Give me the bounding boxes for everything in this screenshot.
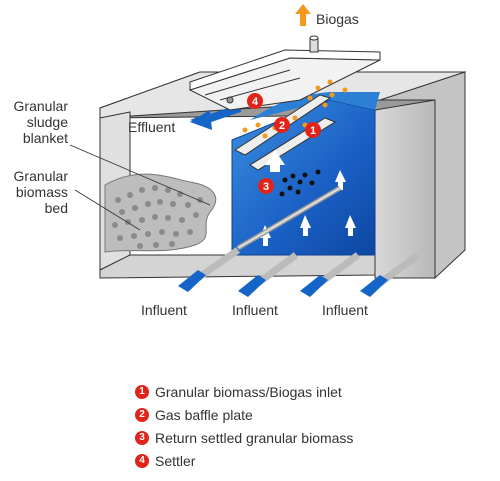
- biogas-arrow: [295, 4, 311, 26]
- leader-biomass-bed: [74, 189, 141, 231]
- legend-item: 4 Settler: [135, 449, 353, 472]
- settler-edge: [219, 77, 301, 101]
- influent-nozzle: [178, 270, 206, 292]
- svg-text:2: 2: [279, 120, 285, 132]
- legend-number: 3: [135, 430, 149, 445]
- returned-granules: [279, 169, 321, 197]
- influent-pipes: [178, 247, 421, 297]
- legend-number: 1: [135, 384, 149, 399]
- legend-number: 4: [135, 453, 149, 468]
- svg-text:3: 3: [263, 181, 269, 193]
- effluent-arrow-head: [190, 110, 212, 130]
- legend: 1 Granular biomass/Biogas inlet 2 Gas ba…: [135, 380, 353, 472]
- gas-bubbles: [242, 79, 348, 139]
- legend-item: 1 Granular biomass/Biogas inlet: [135, 380, 353, 403]
- biogas-pipe-top: [309, 35, 319, 41]
- effluent-arrow-body: [203, 104, 242, 124]
- leader-sludge-blanket: [69, 144, 211, 206]
- legend-text: Granular biomass/Biogas inlet: [155, 383, 342, 400]
- tank-front-face: [374, 99, 436, 279]
- biogas-label: Biogas: [316, 11, 359, 27]
- influent-label: Influent: [322, 302, 368, 318]
- water-wave: [250, 92, 380, 120]
- legend-item: 3 Return settled granular biomass: [135, 426, 353, 449]
- influent-nozzle: [300, 275, 328, 297]
- influent-nozzle: [360, 275, 388, 297]
- legend-number: 2: [135, 407, 149, 422]
- influent-label: Influent: [141, 302, 187, 318]
- svg-text:4: 4: [252, 96, 259, 108]
- tank-right-block: [379, 71, 466, 280]
- settler-lid: [189, 49, 381, 91]
- settler-edge: [204, 69, 291, 96]
- sludge-blanket-label: Granular sludge blanket: [13, 98, 68, 146]
- legend-text: Return settled granular biomass: [155, 429, 354, 446]
- influent-nozzle: [238, 275, 266, 297]
- flow-arrows: [260, 150, 356, 246]
- marker-2: 2: [274, 117, 290, 133]
- effluent-label: Effluent: [128, 119, 176, 135]
- marker-3: 3: [258, 178, 274, 194]
- svg-text:1: 1: [310, 125, 316, 137]
- settler-port: [226, 96, 234, 104]
- marker-1: 1: [305, 122, 321, 138]
- influent-label: Influent: [232, 302, 278, 318]
- biomass-bed-label: Granular biomass bed: [13, 168, 68, 216]
- legend-text: Gas baffle plate: [155, 406, 253, 423]
- legend-text: Settler: [155, 452, 196, 469]
- legend-item: 2 Gas baffle plate: [135, 403, 353, 426]
- feed-pipe-highlight: [237, 187, 341, 249]
- marker-4: 4: [247, 93, 263, 109]
